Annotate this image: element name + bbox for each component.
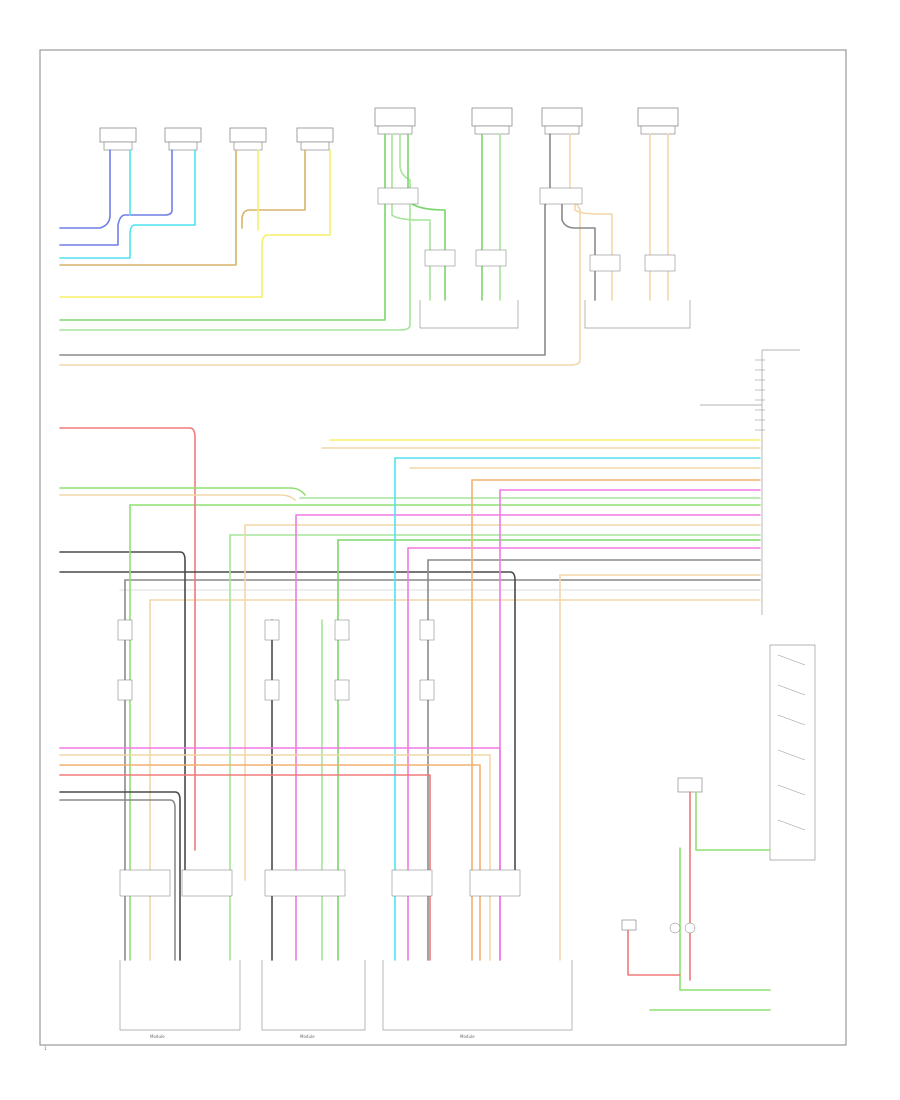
- module-right: Module: [382, 960, 573, 1039]
- top-right-wires: [59, 133, 669, 366]
- speaker-group: [99, 107, 679, 151]
- module-left: Module: [119, 960, 241, 1039]
- speaker-icon: [541, 107, 583, 135]
- top-left-wires: [59, 149, 331, 298]
- module-mid: Module: [261, 960, 366, 1039]
- pin-ticks: [755, 359, 765, 431]
- lower-left-bus: [59, 747, 501, 961]
- diagram-frame: [39, 49, 847, 1046]
- inline-connector-markers: [117, 619, 521, 897]
- switch-contacts: [777, 654, 806, 831]
- speaker-icon: [296, 127, 334, 151]
- module-right-label: Module: [460, 1034, 475, 1039]
- speaker-icon: [99, 127, 137, 151]
- bottom-modules: Module Module Module: [119, 960, 573, 1039]
- radio-connector-column: [700, 349, 800, 615]
- speaker-icon: [637, 107, 679, 135]
- module-left-label: Module: [150, 1034, 165, 1039]
- inline-connectors: [377, 187, 676, 272]
- speaker-icon: [164, 127, 202, 151]
- ground-junction: [621, 777, 771, 1011]
- connector-bracket: [419, 300, 691, 329]
- speaker-icon: [229, 127, 267, 151]
- module-mid-label: Module: [300, 1034, 315, 1039]
- radio-harness-wires: [119, 439, 761, 601]
- speaker-icon: [374, 107, 416, 135]
- footer-code: 1: [44, 1046, 47, 1051]
- speaker-icon: [471, 107, 513, 135]
- switch-panel: [769, 644, 816, 861]
- left-feeds: [59, 427, 516, 871]
